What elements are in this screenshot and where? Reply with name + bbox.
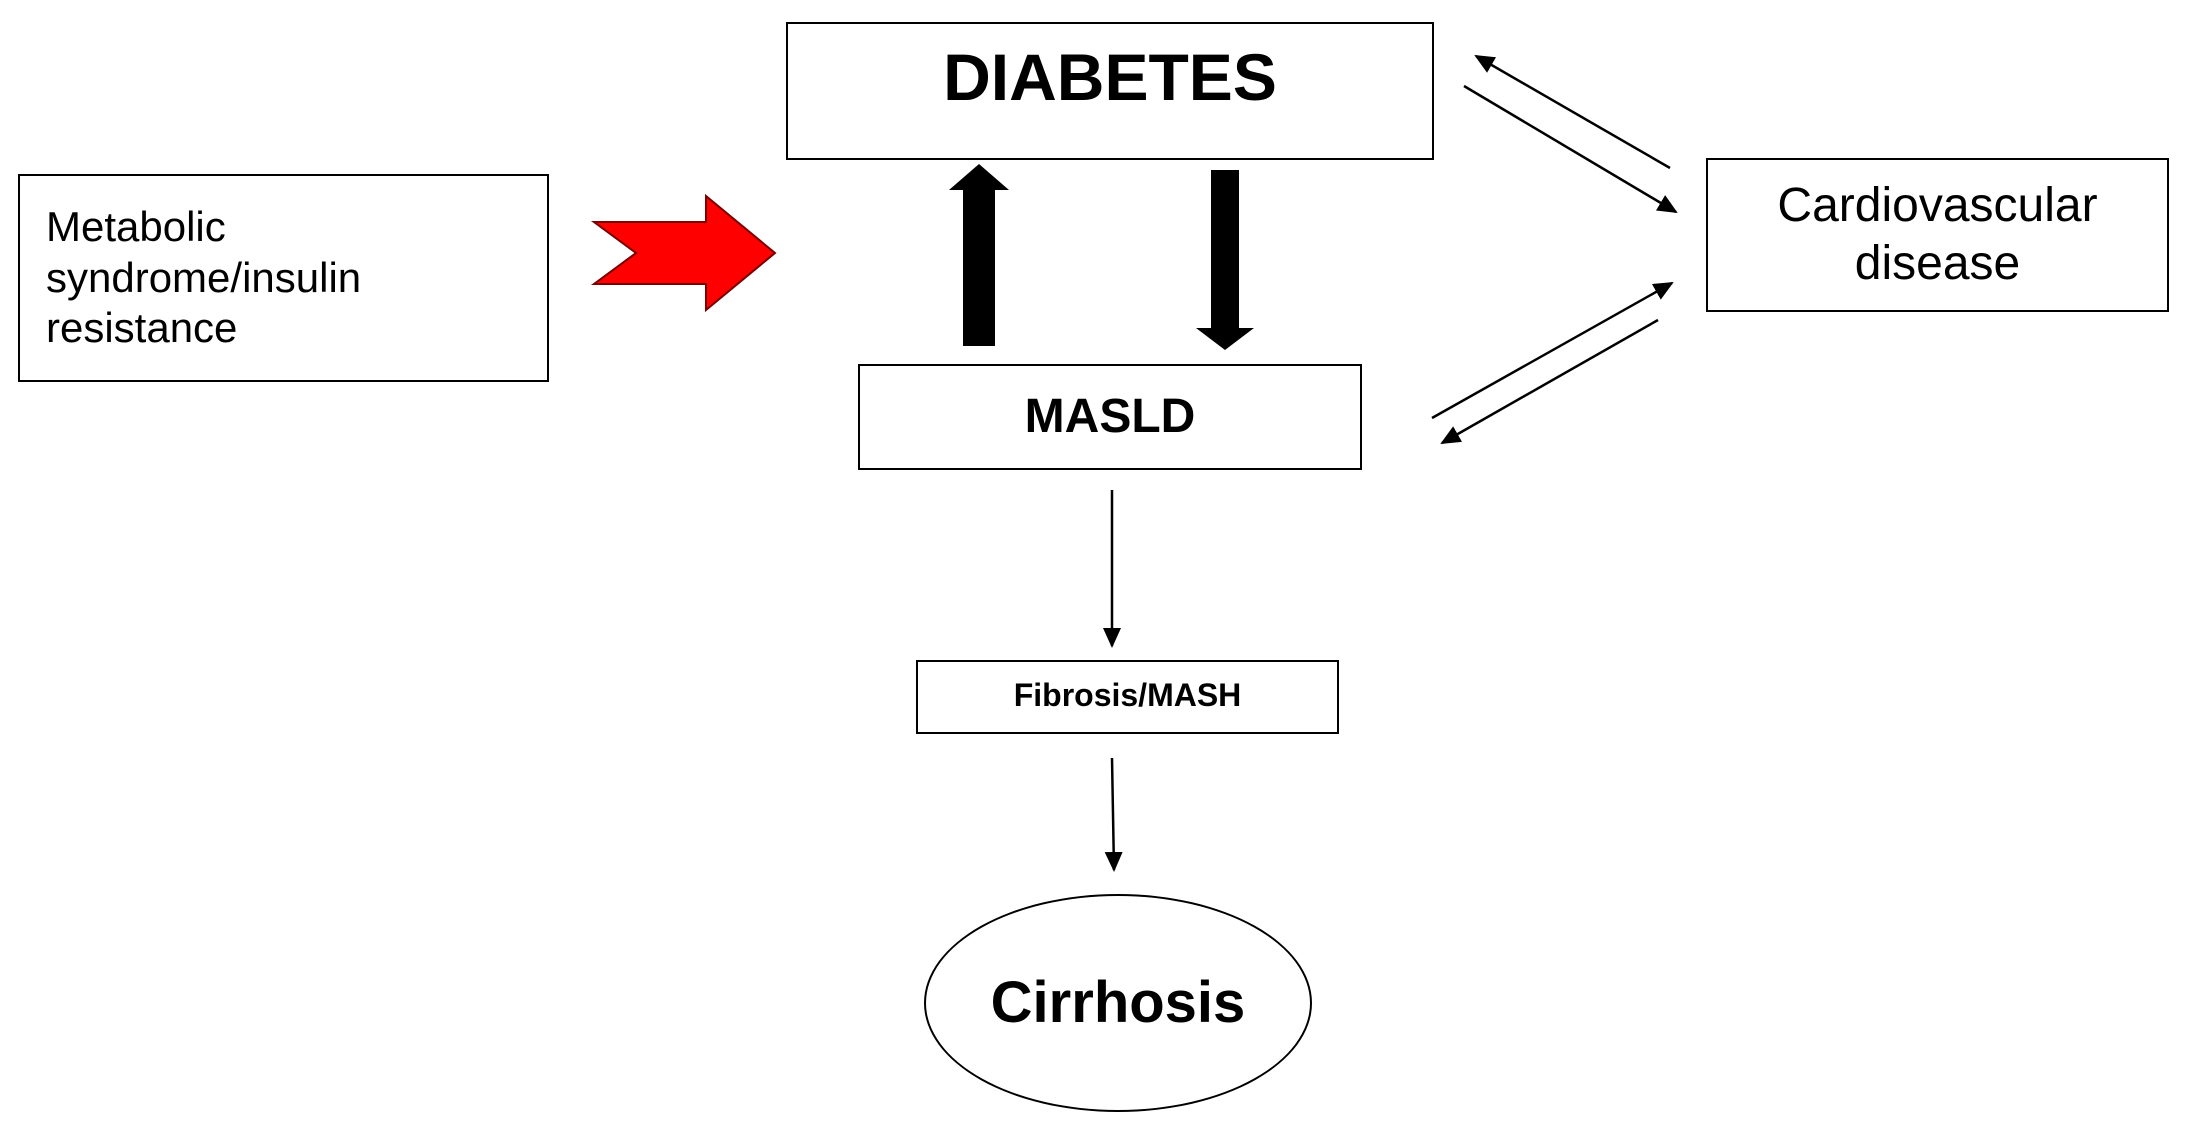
- red-arrow-metabolic-to-diabetes: [590, 193, 777, 313]
- node-diabetes-label: DIABETES: [943, 40, 1277, 114]
- thick-arrow-diabetes-to-masld: [1196, 170, 1254, 350]
- node-fibrosis-mash-label: Fibrosis/MASH: [1013, 677, 1242, 713]
- node-cardiovascular-disease-label: Cardiovascular disease: [1777, 179, 2098, 290]
- arrow-fibrosis-to-cirrhosis: [1104, 757, 1123, 872]
- node-masld: MASLD: [858, 364, 1362, 470]
- thick-arrow-masld-to-diabetes: [949, 164, 1009, 346]
- node-metabolic-syndrome-label: Metabolic syndrome/insulin resistance: [46, 203, 362, 352]
- node-cirrhosis: Cirrhosis: [924, 894, 1312, 1112]
- node-diabetes: DIABETES: [786, 22, 1434, 160]
- node-fibrosis-mash: Fibrosis/MASH: [916, 660, 1339, 734]
- node-metabolic-syndrome: Metabolic syndrome/insulin resistance: [18, 174, 549, 382]
- arrow-cardio-to-masld: [1440, 318, 1659, 445]
- arrow-masld-to-cardio: [1431, 281, 1674, 420]
- arrow-cardio-to-diabetes: [1474, 54, 1671, 170]
- node-cardiovascular-disease: Cardiovascular disease: [1706, 158, 2169, 312]
- arrow-diabetes-to-cardio: [1463, 84, 1678, 214]
- node-cirrhosis-label: Cirrhosis: [990, 970, 1246, 1036]
- node-masld-label: MASLD: [1024, 390, 1196, 444]
